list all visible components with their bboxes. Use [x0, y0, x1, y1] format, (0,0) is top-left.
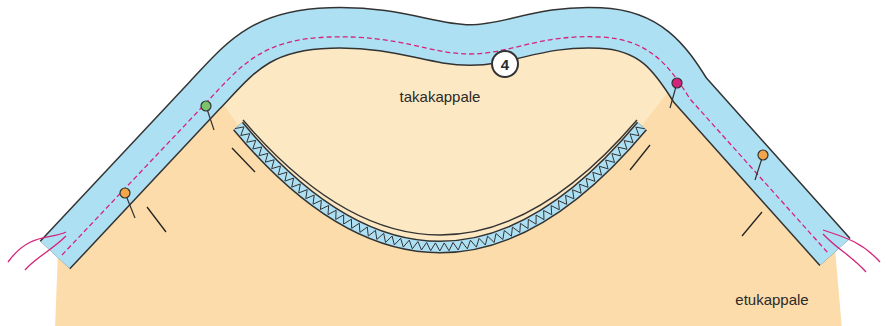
- part-name: etukappale: [735, 291, 808, 308]
- overlock-stitches: [235, 127, 645, 251]
- stitch-line: [62, 37, 828, 255]
- notch-marks: [147, 145, 762, 236]
- seam-allowance: [238, 126, 642, 247]
- overlock-zigzag: [235, 127, 645, 251]
- back-neckline: [243, 120, 637, 235]
- neckband-outline: [55, 28, 835, 255]
- callout-number: 4: [491, 50, 519, 78]
- threads: [8, 230, 880, 272]
- pins: [120, 78, 768, 218]
- neckband: [55, 28, 835, 255]
- part-name: takakappale: [400, 88, 481, 105]
- seam-allowance-outline: [238, 126, 642, 247]
